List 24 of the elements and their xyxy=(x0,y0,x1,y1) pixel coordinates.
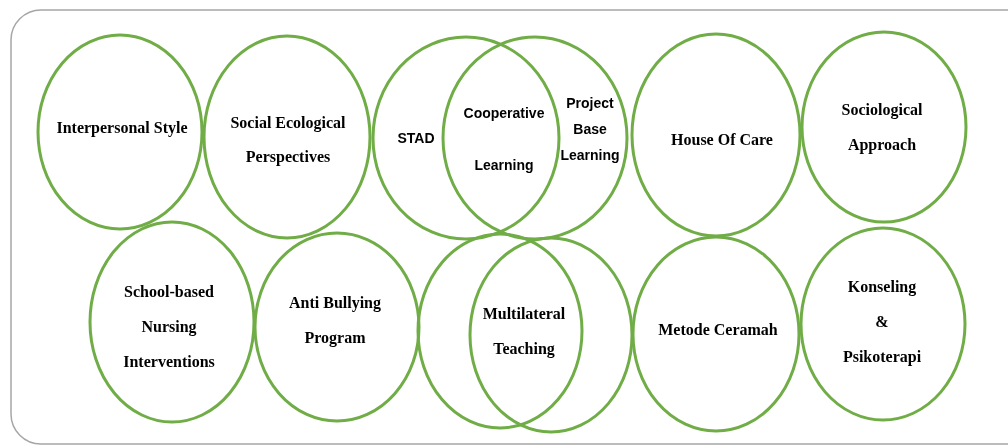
oval xyxy=(204,36,370,238)
oval xyxy=(90,222,254,422)
oval xyxy=(632,34,800,236)
oval-label: Social Ecological Perspectives xyxy=(229,113,347,168)
oval-label: STAD xyxy=(396,129,436,149)
oval-label: Anti Bullying Program xyxy=(288,292,382,349)
oval-label: Konseling & Psikoterapi xyxy=(842,277,922,368)
overlap-label: Cooperative Learning xyxy=(462,104,546,175)
oval-label: House Of Care xyxy=(670,130,774,151)
oval-label: Sociological Approach xyxy=(840,99,924,156)
oval xyxy=(443,37,627,239)
oval xyxy=(633,237,799,431)
oval xyxy=(802,32,966,222)
oval-label: School-based Nursing Interventions xyxy=(122,282,216,373)
overlap-label: Multilateral Teaching xyxy=(481,303,567,360)
oval xyxy=(470,238,632,432)
oval xyxy=(373,37,559,239)
oval xyxy=(801,228,965,420)
oval xyxy=(255,233,419,421)
oval-label: Interpersonal Style xyxy=(55,118,189,139)
oval xyxy=(38,35,202,229)
oval xyxy=(418,234,582,428)
oval-label: Project Base Learning xyxy=(559,94,621,165)
oval-label: Metode Ceramah xyxy=(657,320,779,341)
